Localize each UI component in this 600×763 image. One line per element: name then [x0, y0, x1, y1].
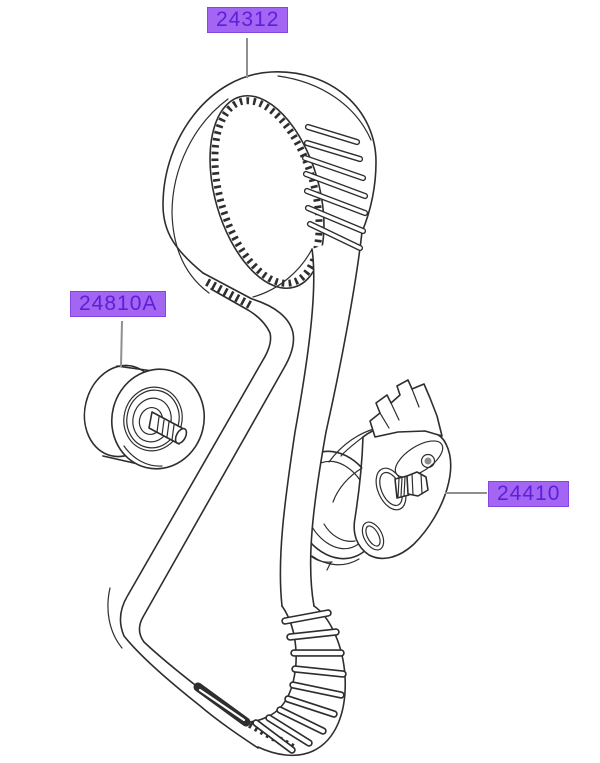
tensioner-bracket: [369, 379, 443, 438]
tensioner-drawing: [291, 379, 452, 571]
part-label-24312[interactable]: 24312: [207, 7, 289, 33]
belt-face-slats-bottom: [252, 609, 347, 754]
tensioner-bolt-head: [406, 471, 429, 497]
part-label-24810A[interactable]: 24810A: [70, 291, 167, 317]
belt-face-slats-top: [301, 123, 369, 252]
leader-lines: [120, 38, 487, 494]
belt-exit-teeth: [205, 278, 252, 309]
idler-pulley-drawing: [83, 364, 206, 470]
part-label-24410[interactable]: 24410: [488, 481, 570, 507]
pivot-hole: [424, 457, 432, 465]
belt-left-run: [138, 272, 295, 689]
leader-line-24810A: [120, 320, 123, 368]
timing-belt-drawing: [107, 71, 377, 757]
belt-right-run-underlay: [248, 232, 362, 756]
belt-top-loop-outer: [162, 71, 377, 274]
